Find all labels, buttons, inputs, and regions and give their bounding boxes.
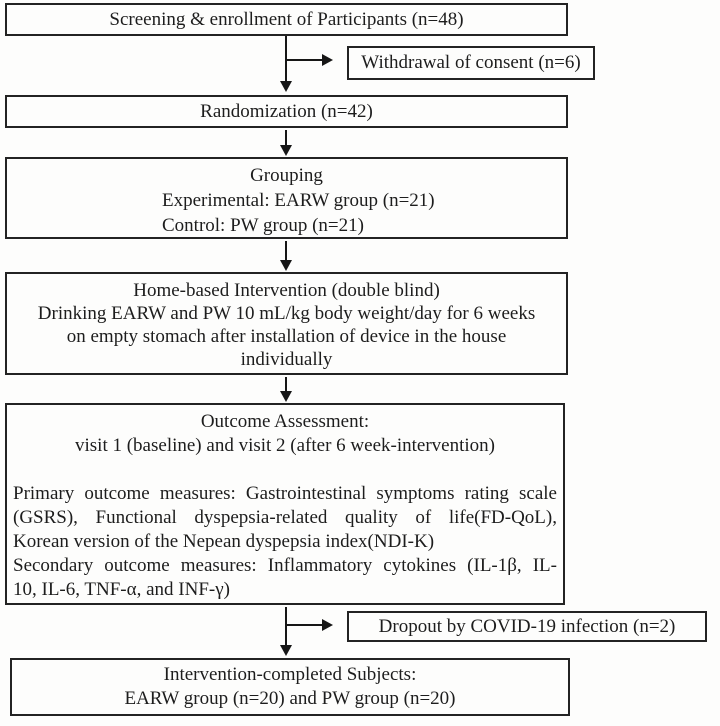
intervention-line: on empty stomach after installation of d…: [66, 326, 507, 347]
arrow-screening-to-randomization: [285, 36, 287, 81]
arrowhead-down-icon: [280, 260, 292, 271]
grouping-title: Grouping: [250, 165, 323, 186]
dropout-text: Dropout by COVID-19 infection (n=2): [378, 615, 676, 637]
outcome-visits-line: visit 1 (baseline) and visit 2 (after 6 …: [75, 435, 495, 456]
dropout-box: Dropout by COVID-19 infection (n=2): [347, 611, 707, 642]
grouping-lines: Experimental: EARW group (n=21) Control:…: [7, 188, 566, 238]
outcome-heading: Outcome Assessment:: [200, 411, 370, 432]
screening-box: Screening & enrollment of Participants (…: [5, 3, 568, 36]
arrow-intervention-to-outcome: [285, 377, 287, 391]
arrowhead-right-icon: [322, 54, 333, 66]
arrowhead-right-icon: [322, 619, 333, 631]
arrowhead-down-icon: [280, 81, 292, 92]
grouping-control-line: Control: PW group (n=21): [162, 215, 364, 236]
blank-line: [13, 458, 557, 482]
arrowhead-down-icon: [280, 145, 292, 156]
intervention-line: Drinking EARW and PW 10 mL/kg body weigh…: [37, 303, 536, 324]
primary-outcome-line: Primary outcome measures: Gastrointestin…: [13, 483, 557, 504]
outcome-box: Outcome Assessment: visit 1 (baseline) a…: [5, 403, 565, 605]
arrow-randomization-to-grouping: [285, 130, 287, 145]
arrow-outcome-to-completed: [285, 607, 287, 645]
withdrawal-text: Withdrawal of consent (n=6): [361, 52, 581, 73]
grouping-experimental-line: Experimental: EARW group (n=21): [162, 190, 435, 211]
screening-text: Screening & enrollment of Participants (…: [109, 8, 464, 30]
secondary-outcome-line: 10, IL-6, TNF-α, and INF-γ): [13, 579, 230, 600]
completed-title-line: Intervention-completed Subjects:: [163, 664, 417, 685]
secondary-outcome-line: Secondary outcome measures: Inflammatory…: [13, 555, 557, 576]
arrowhead-down-icon: [280, 645, 292, 656]
completed-box: Intervention-completed Subjects: EARW gr…: [10, 658, 570, 716]
intervention-box: Home-based Intervention (double blind) D…: [5, 272, 568, 375]
randomization-text: Randomization (n=42): [200, 100, 373, 122]
arrow-branch-to-withdrawal: [286, 59, 322, 61]
intervention-line: individually: [240, 349, 333, 370]
completed-groups-line: EARW group (n=20) and PW group (n=20): [124, 688, 456, 709]
primary-outcome-line: Korean version of the Nepean dyspepsia i…: [13, 531, 435, 552]
arrow-grouping-to-intervention: [285, 241, 287, 260]
grouping-box: Grouping Experimental: EARW group (n=21)…: [5, 157, 568, 239]
primary-outcome-line: (GSRS), Functional dyspepsia-related qua…: [13, 507, 557, 528]
withdrawal-box: Withdrawal of consent (n=6): [347, 46, 595, 80]
randomization-box: Randomization (n=42): [5, 95, 568, 128]
intervention-line: Home-based Intervention (double blind): [133, 280, 440, 301]
arrowhead-down-icon: [280, 391, 292, 402]
arrow-branch-to-dropout: [286, 624, 322, 626]
